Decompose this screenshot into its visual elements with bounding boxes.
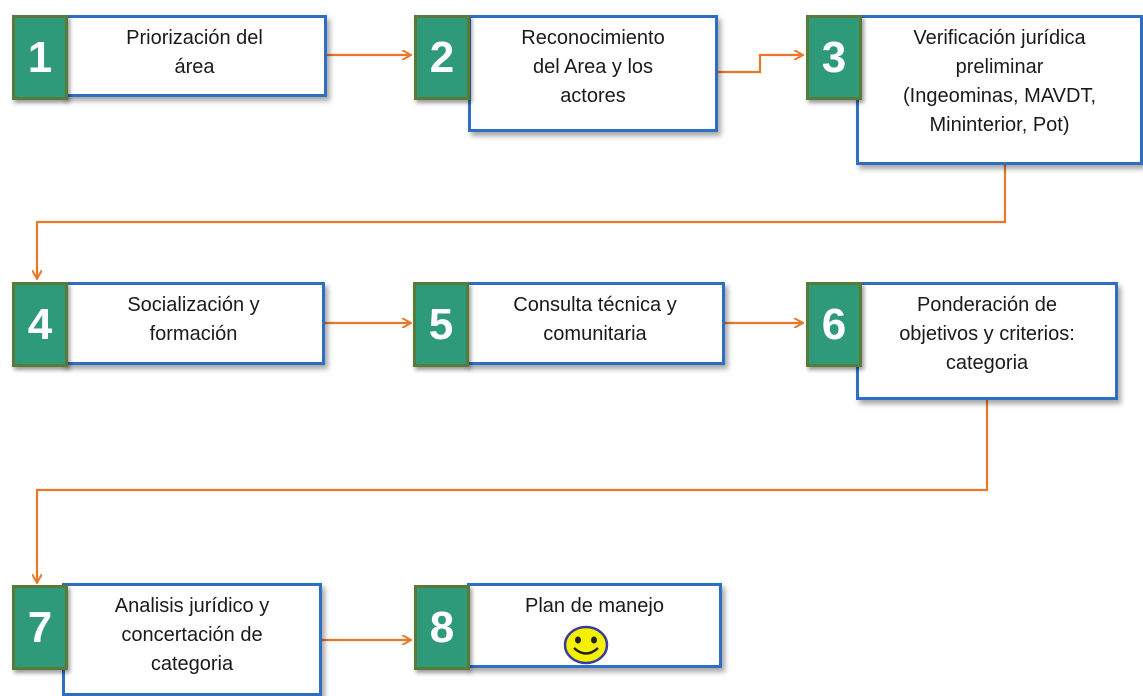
step-8-number: 8 (414, 585, 470, 670)
step-2-text-line: del Area y los (532, 56, 654, 78)
step-1-text-line: área (174, 56, 215, 78)
step-2-number: 2 (414, 15, 470, 100)
step-4-box: Socialización y formación (62, 282, 325, 365)
step-7-text-line: Analisis jurídico y (114, 595, 270, 617)
step-3-box: Verificación jurídica preliminar (Ingeomin… (856, 15, 1143, 165)
step-1-number: 1 (12, 15, 68, 100)
step-3-text-line: Verificación jurídica (913, 27, 1086, 49)
step-7-number: 7 (12, 585, 68, 670)
step-5-box: Consulta técnica y comunitaria (465, 282, 725, 365)
step-5-number: 5 (413, 282, 469, 367)
step-6-text-line: categoria (945, 352, 1029, 374)
step-6-number: 6 (806, 282, 862, 367)
step-7-box: Analisis jurídico y concertación de catego… (62, 583, 322, 696)
step-4-text-line: Socialización y (127, 294, 260, 316)
step-1-text-line: Priorización del (126, 27, 263, 49)
step-6-box: Ponderación de objetivos y criterios: cate… (856, 282, 1118, 400)
smiley-face-icon (563, 625, 609, 665)
step-2-box: Reconocimiento del Area y los actores (468, 15, 718, 132)
arrow-3-to-4 (37, 165, 1007, 278)
step-3-text-line: preliminar (955, 56, 1044, 78)
step-8-text-line: Plan de manejo (525, 595, 664, 617)
step-2-text-line: Reconocimiento (521, 27, 665, 49)
step-5-text-line: Consulta técnica y (513, 294, 677, 316)
step-6-text-line: Ponderación de (916, 294, 1058, 316)
arrow-2-to-3 (718, 55, 802, 74)
step-5-text-line: comunitaria (543, 323, 647, 345)
step-3-number: 3 (806, 15, 862, 100)
step-6-text-line: objetivos y criterios: (899, 323, 1075, 345)
step-3-text-line: (Ingeominas, MAVDT, (902, 85, 1097, 107)
step-1-box: Priorización del área (62, 15, 327, 97)
step-7-text-line: categoria (150, 653, 234, 675)
arrow-6-to-7 (37, 400, 989, 582)
step-4-text-line: formación (149, 323, 238, 345)
step-3-text-line: Mininterior, Pot) (929, 114, 1070, 136)
step-4-number: 4 (12, 282, 68, 367)
step-2-text-line: actores (560, 85, 626, 107)
step-7-text-line: concertación de (121, 624, 263, 646)
